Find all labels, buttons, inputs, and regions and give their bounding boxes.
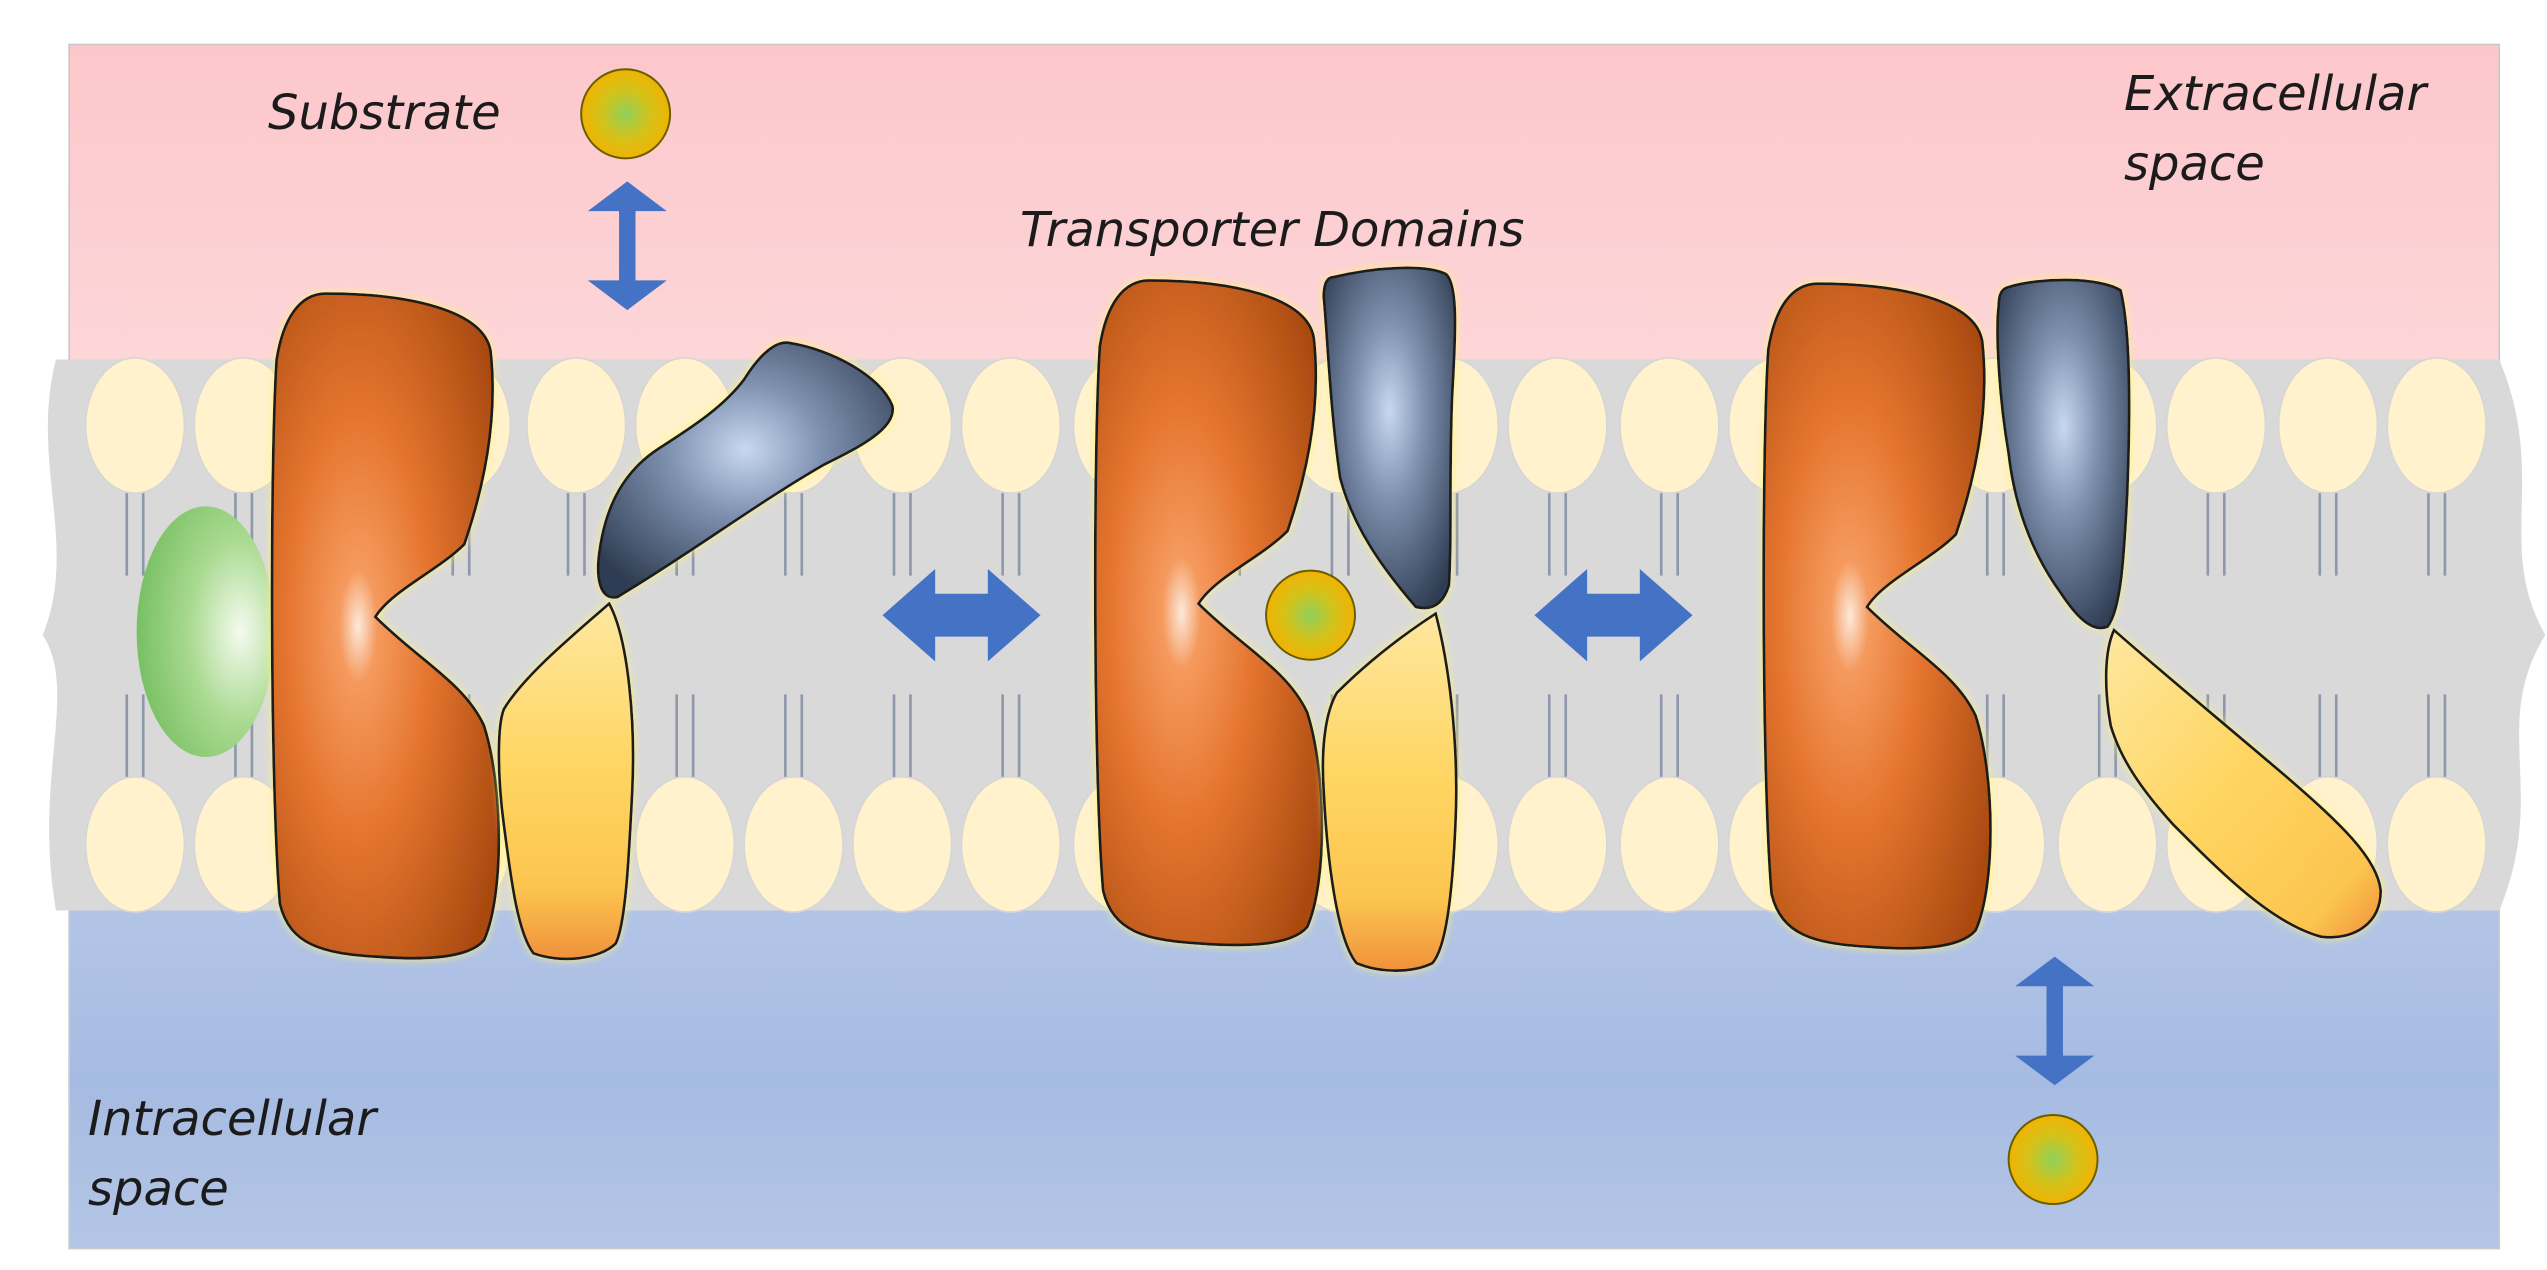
upper-gate-domain xyxy=(1996,278,2131,630)
conformational-transition-arrow-icon xyxy=(1534,569,1693,662)
lower-gate-domain xyxy=(2104,627,2383,939)
transporter-outward-open xyxy=(272,294,894,961)
transporter-domains-label: Transporter Domains xyxy=(1020,202,1525,258)
intracellular-label-line-2: space xyxy=(88,1160,229,1217)
transporter-inward-open xyxy=(1764,278,2383,948)
conformational-transition-arrow-icon xyxy=(882,569,1041,662)
transporter-occluded xyxy=(1095,266,1458,972)
membrane-protein-green xyxy=(136,506,275,758)
upper-gate-domain xyxy=(1322,266,1457,610)
vertical-double-arrow-icon xyxy=(2015,956,2095,1086)
upper-gate-domain xyxy=(596,341,894,599)
substrate-molecule-intracellular xyxy=(2007,1113,2099,1206)
extracellular-label-line-2: space xyxy=(2124,135,2265,192)
intracellular-label-line-1: Intracellular xyxy=(88,1091,377,1147)
substrate-molecule-extracellular xyxy=(580,68,672,160)
extracellular-label-line-1: Extracellular xyxy=(2124,66,2427,122)
extracellular-label: Extracellular space xyxy=(2124,60,2426,199)
lower-gate-domain xyxy=(1321,611,1458,972)
substrate-label: Substrate xyxy=(268,85,501,141)
lower-gate-domain xyxy=(497,601,635,961)
substrate-molecule-bound xyxy=(1265,569,1356,661)
intracellular-label: Intracellular space xyxy=(88,1085,376,1224)
vertical-double-arrow-icon xyxy=(587,181,667,311)
